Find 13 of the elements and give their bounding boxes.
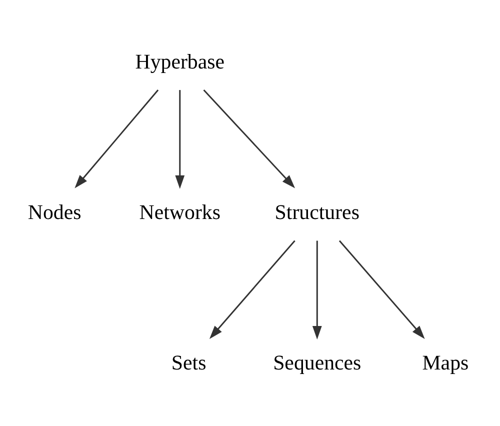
node-text: Sets xyxy=(171,350,206,374)
node-text: Structures xyxy=(274,200,360,224)
node-text: Maps xyxy=(422,350,469,374)
node-text: Nodes xyxy=(28,200,82,224)
arrow xyxy=(312,240,322,339)
arrow xyxy=(338,240,425,338)
node-text: Hyperbase xyxy=(135,48,225,73)
arrow xyxy=(203,89,296,188)
arrow xyxy=(175,90,185,188)
arrow xyxy=(74,89,159,188)
arrow xyxy=(209,240,296,338)
node-text: Sequences xyxy=(273,350,362,374)
node-text: Networks xyxy=(139,200,220,224)
